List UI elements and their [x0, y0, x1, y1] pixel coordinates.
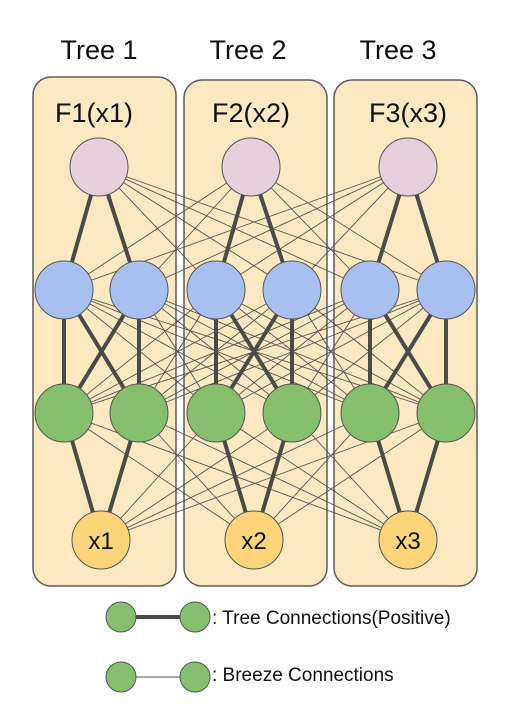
breeze-edge-low1-1-in2	[63, 412, 255, 541]
hidden-lower-node-3-2	[416, 383, 476, 443]
hidden-upper-node-1-1	[34, 260, 94, 320]
input-label-1: x1	[88, 528, 113, 555]
hidden-upper-node-2-2	[262, 260, 322, 320]
tree-panel-3	[333, 79, 478, 587]
input-node-2	[224, 510, 284, 570]
hidden-upper-node-2-1	[186, 260, 246, 320]
hidden-lower-node-2-2	[262, 383, 322, 443]
tree-panel-2	[183, 79, 328, 587]
hidden-lower-node-1-1	[34, 383, 94, 443]
breeze-edge-up3-2-low2-1	[215, 289, 447, 414]
tree-panel-1	[32, 76, 177, 587]
output-label-1: F1(x1)	[55, 98, 133, 128]
breeze-edge-out2-up1-1	[63, 166, 252, 291]
legend-tree-node-left	[105, 601, 137, 633]
legend-tree-node-right	[179, 601, 211, 633]
legend-breeze-node-right	[179, 661, 211, 693]
breeze-edge-low2-1-in3	[215, 412, 409, 541]
input-label-2: x2	[241, 528, 266, 555]
hidden-upper-node-3-1	[340, 260, 400, 320]
tree-title-1: Tree 1	[60, 35, 137, 65]
tree-title-3: Tree 3	[359, 35, 436, 65]
hidden-lower-node-3-1	[340, 383, 400, 443]
breeze-edge-out3-up2-1	[215, 166, 409, 291]
hidden-upper-node-3-2	[416, 260, 476, 320]
output-node-2	[221, 137, 281, 197]
breeze-edge-out2-up3-2	[250, 166, 447, 291]
hidden-upper-node-1-2	[109, 260, 169, 320]
hidden-lower-node-1-2	[109, 383, 169, 443]
tree-panels	[32, 76, 478, 587]
tree-title-2: Tree 2	[209, 35, 286, 65]
hidden-lower-node-2-1	[186, 383, 246, 443]
input-node-1	[71, 510, 131, 570]
output-node-1	[69, 137, 129, 197]
input-label-3: x3	[395, 528, 420, 555]
output-label-3: F3(x3)	[369, 98, 447, 128]
legend-breeze-node-left	[105, 661, 137, 693]
output-node-3	[378, 137, 438, 197]
network-nodes	[34, 137, 476, 570]
legend: : Tree Connections(Positive) : Breeze Co…	[105, 601, 451, 693]
legend-breeze-connections-label: : Breeze Connections	[212, 665, 394, 686]
output-label-2: F2(x2)	[212, 98, 290, 128]
input-labels: x1 x2 x3	[88, 528, 420, 555]
legend-tree-connections-label: : Tree Connections(Positive)	[212, 608, 451, 629]
input-node-3	[378, 510, 438, 570]
